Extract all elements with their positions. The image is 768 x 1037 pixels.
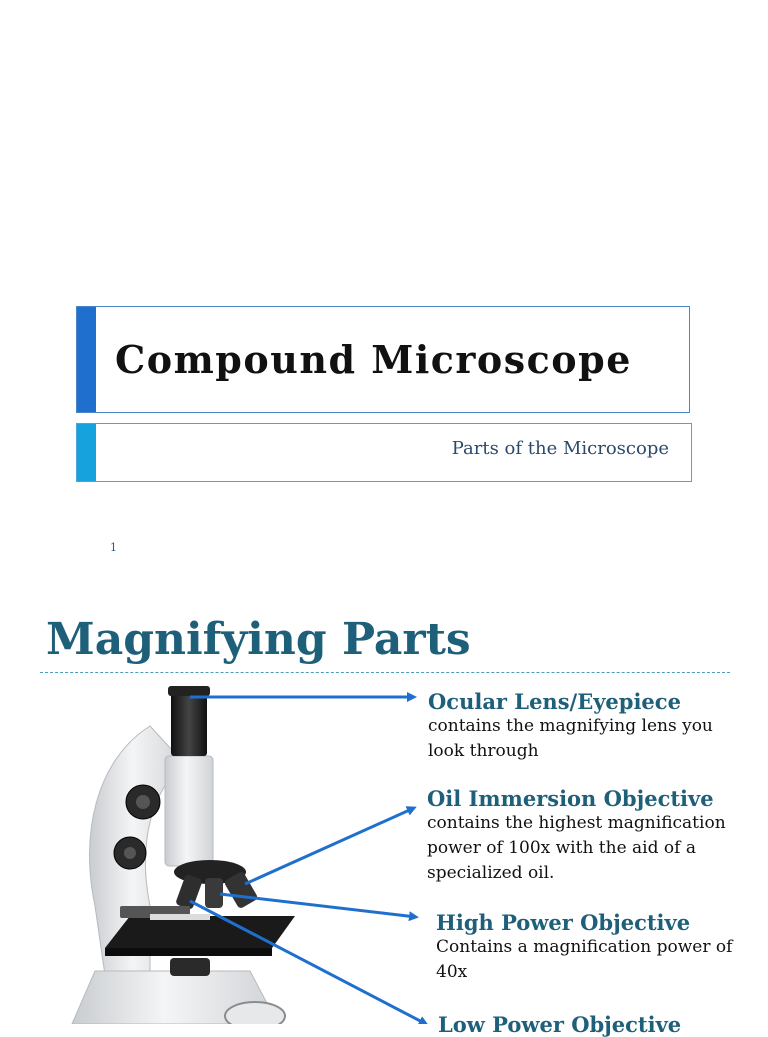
label-name: Ocular Lens/Eyepiece xyxy=(428,689,681,714)
arrow-icon xyxy=(189,899,429,1024)
label-oil-immersion: Oil Immersion Objective contains the hig… xyxy=(427,786,727,886)
title-box: Compound Microscope xyxy=(76,306,690,413)
label-low-power: Low Power Objective xyxy=(438,1012,738,1037)
subtitle-accent-bar xyxy=(77,424,96,481)
label-ocular-lens: Ocular Lens/Eyepiece contains the magnif… xyxy=(428,689,728,764)
title-accent-bar xyxy=(77,307,96,412)
slide-2: Magnifying Parts xyxy=(0,576,768,1037)
arrow-icon xyxy=(244,806,417,886)
label-name: Oil Immersion Objective xyxy=(427,786,714,811)
dashed-divider xyxy=(40,672,730,673)
label-desc: contains the highest magnification power… xyxy=(427,813,726,883)
slide-subtitle: Parts of the Microscope xyxy=(451,438,669,459)
subtitle-box: Parts of the Microscope xyxy=(76,423,692,482)
label-name: Low Power Objective xyxy=(438,1012,682,1037)
microscope-illustration xyxy=(71,686,429,1024)
label-desc: Contains a magnification power of 40x xyxy=(436,937,733,982)
arrow-icon xyxy=(219,892,419,922)
section-title: Magnifying Parts xyxy=(46,614,471,665)
label-name: High Power Objective xyxy=(436,910,691,935)
label-high-power: High Power Objective Contains a magnific… xyxy=(436,910,736,985)
slide-1: Compound Microscope Parts of the Microsc… xyxy=(76,306,692,554)
slide-title: Compound Microscope xyxy=(115,337,632,382)
page-number: 1 xyxy=(110,541,117,554)
label-desc: contains the magnifying lens you look th… xyxy=(428,716,713,761)
